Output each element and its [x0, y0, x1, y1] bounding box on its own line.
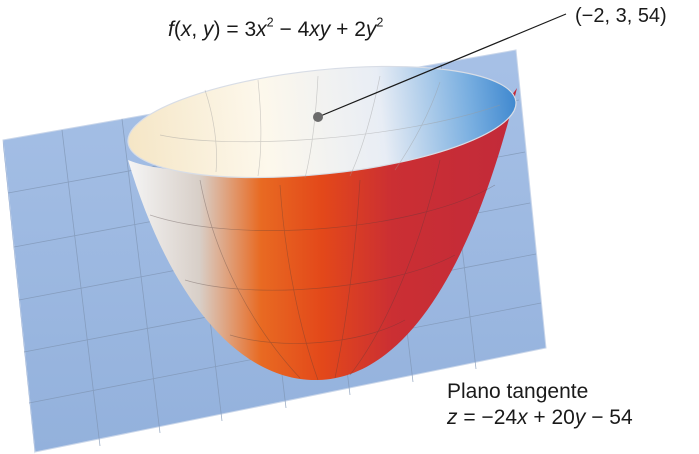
plane-equation-label: z = −24x + 20y − 54	[447, 406, 633, 430]
rim-interior-grid	[159, 75, 501, 179]
func-term-xy: xy	[309, 18, 331, 41]
func-close-paren: )	[213, 18, 221, 41]
plane-eq-part1: = −24	[457, 406, 518, 429]
point-leader-line	[317, 13, 567, 118]
func-comma: ,	[191, 18, 204, 41]
func-var-x: x	[180, 18, 192, 41]
func-f: f	[168, 18, 174, 41]
tangent-point	[313, 112, 323, 122]
paraboloid-surface	[127, 65, 517, 381]
plane-eq-part2: + 20	[527, 406, 575, 429]
func-term-x: x	[256, 18, 267, 41]
func-plus: + 2	[330, 18, 366, 41]
plane-var-y: y	[574, 406, 586, 429]
func-exponent-2: 2	[376, 15, 384, 30]
surface-rim	[127, 65, 517, 179]
function-label: f(x, y) = 3x2 − 4xy + 2y2	[168, 15, 384, 42]
func-term-y: y	[365, 18, 377, 41]
surface-grid	[149, 159, 496, 381]
plane-eq-part3: − 54	[585, 406, 633, 429]
func-minus: − 4	[273, 18, 310, 41]
plane-name-label: Plano tangente	[447, 380, 589, 403]
func-var-y: y	[203, 18, 214, 41]
point-label: (−2, 3, 54)	[575, 5, 667, 27]
func-exponent-1: 2	[266, 15, 274, 30]
surface-outer	[128, 88, 517, 381]
plane-var-x: x	[517, 406, 528, 429]
func-equals: = 3	[220, 18, 257, 41]
plane-var-z: z	[447, 406, 458, 429]
plane-side-edge	[3, 140, 35, 454]
func-open-paren: (	[173, 18, 181, 41]
